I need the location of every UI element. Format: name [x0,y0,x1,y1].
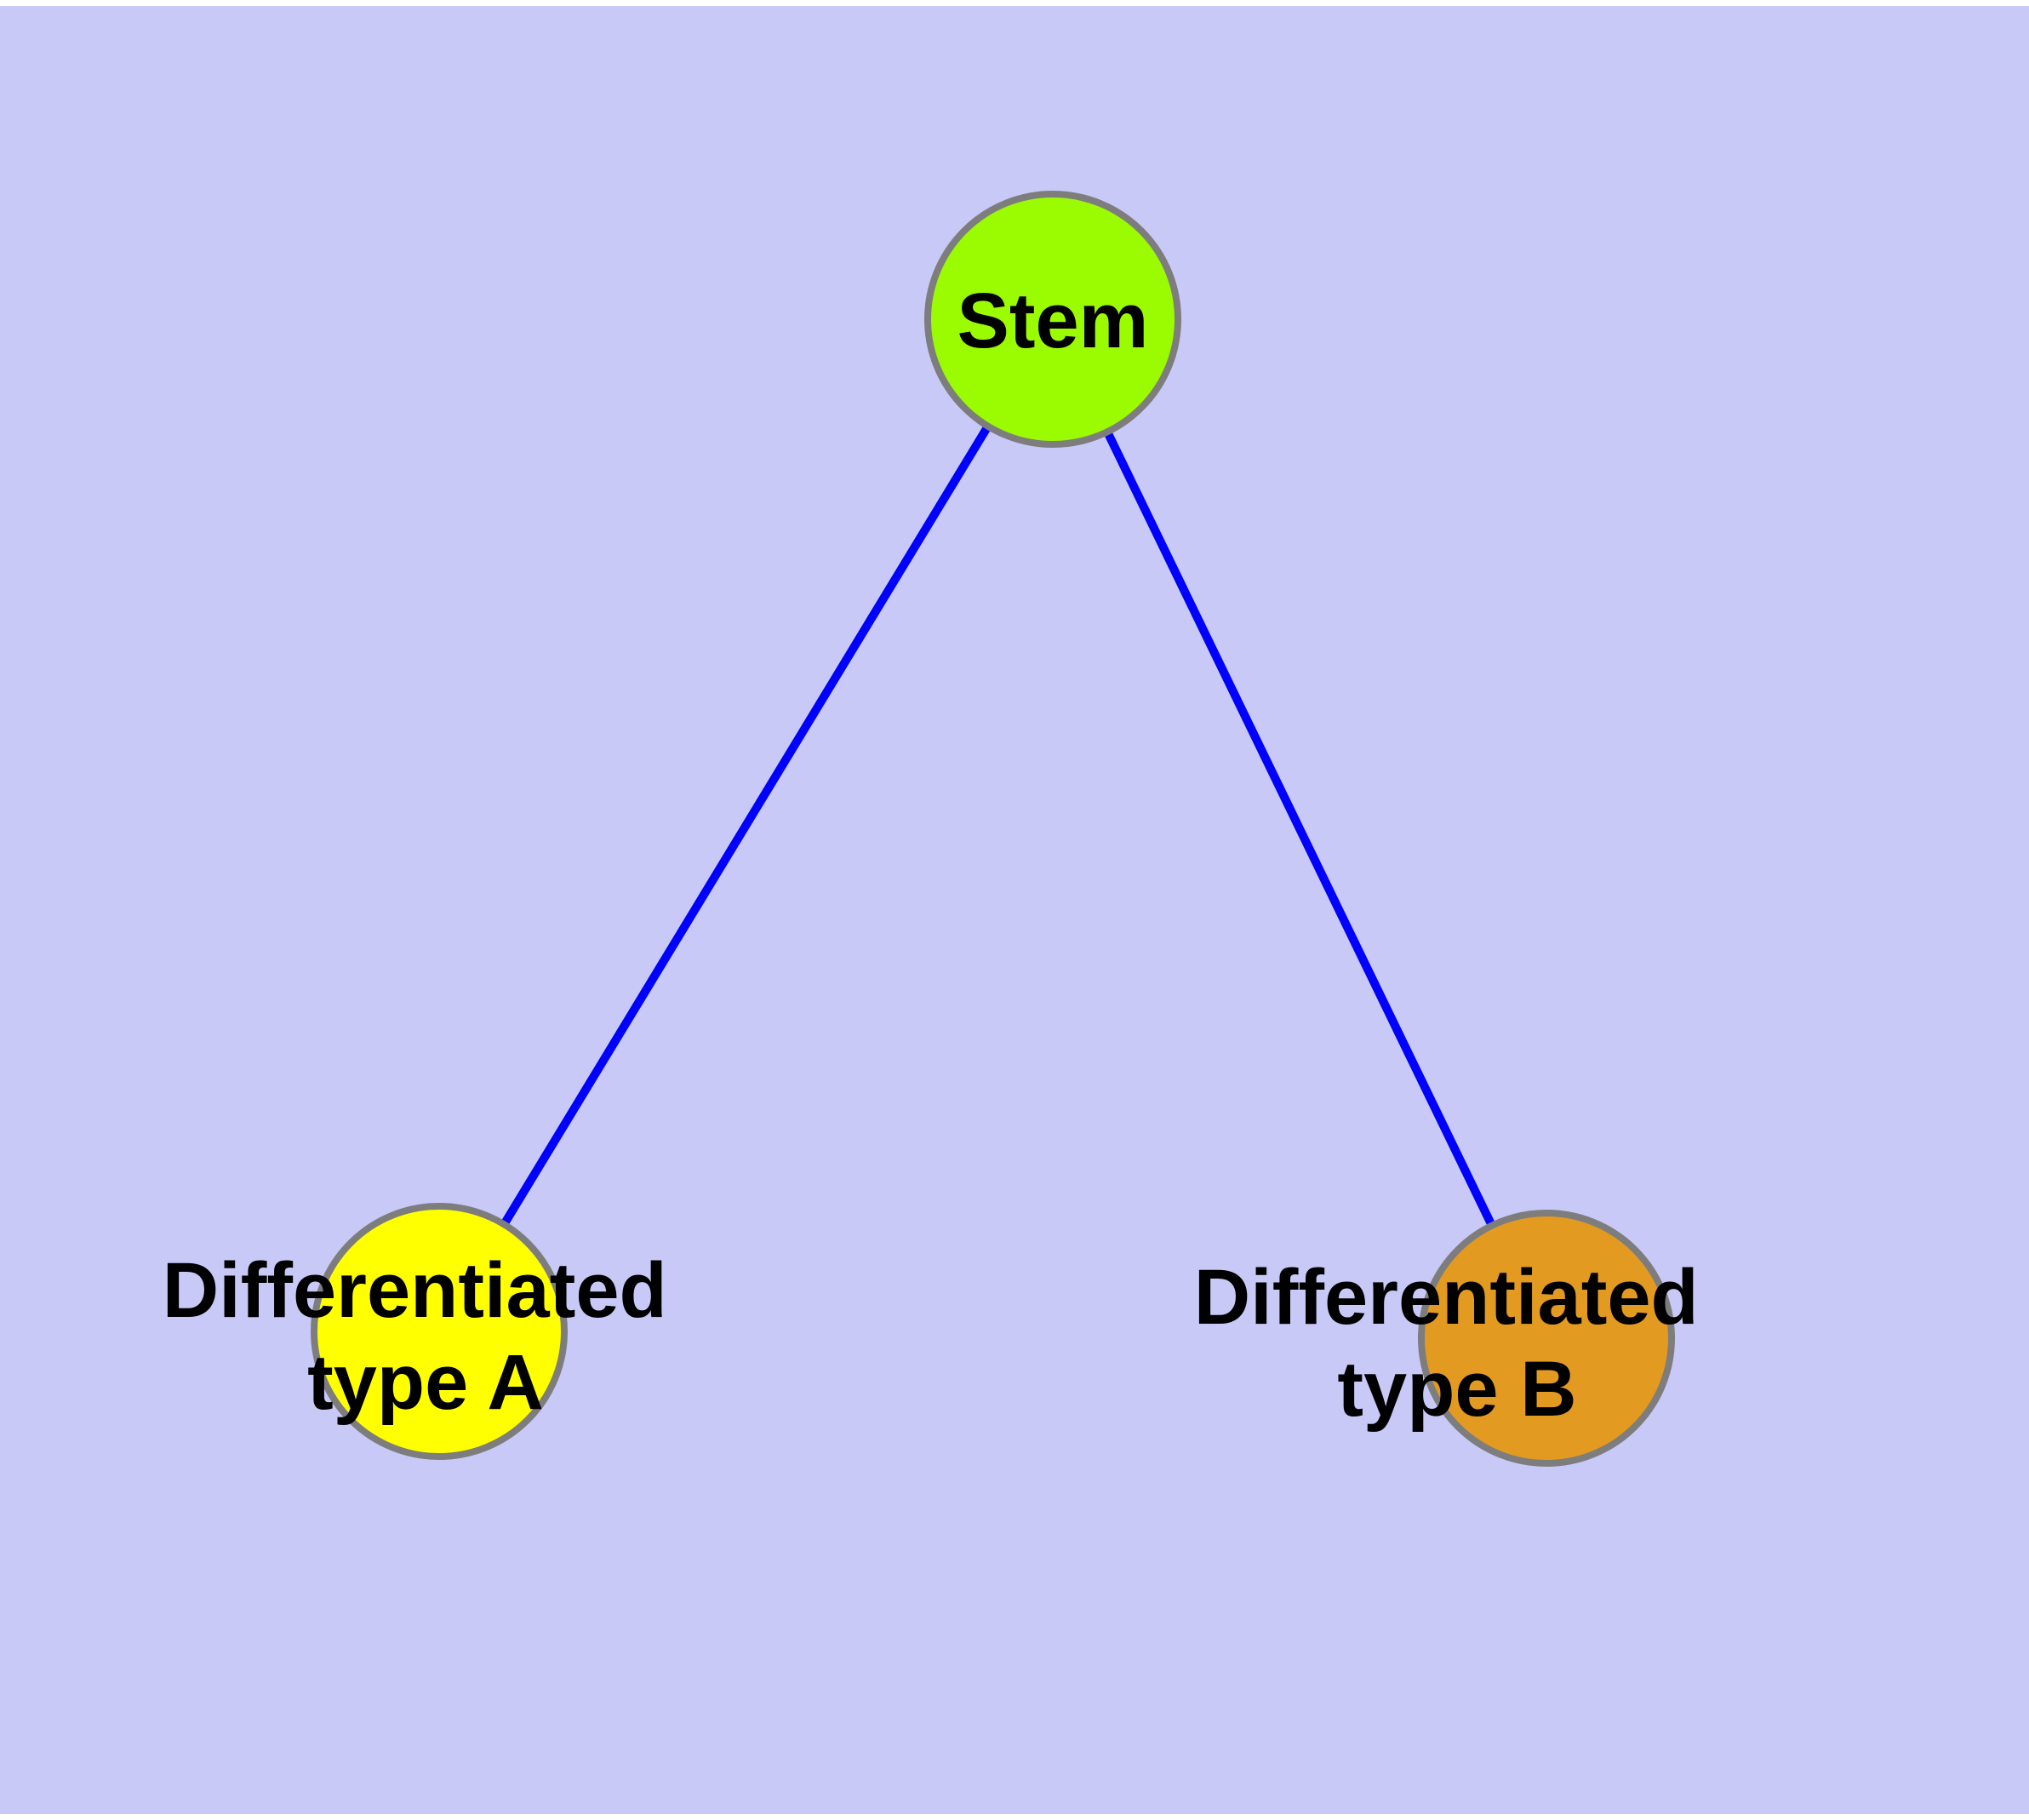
node-differentiated-type-b [1418,1210,1675,1467]
node-type-a-label-line1: Differentiated [163,1247,667,1334]
node-type-b-label: Differentiated type B [1194,1254,1721,1433]
node-stem-label: Stem [957,278,1149,364]
node-differentiated-type-a [311,1203,568,1460]
node-type-a-label-line2: type A [307,1339,544,1426]
edge-stem-to-type-a [435,317,1057,1334]
edge-stem-to-type-b [1049,317,1551,1341]
node-stem [924,191,1181,448]
node-type-b-label-line1: Differentiated [1194,1254,1699,1341]
node-type-b-label-line2: type B [1337,1346,1576,1433]
node-type-a-label: Differentiated type A [163,1247,689,1426]
